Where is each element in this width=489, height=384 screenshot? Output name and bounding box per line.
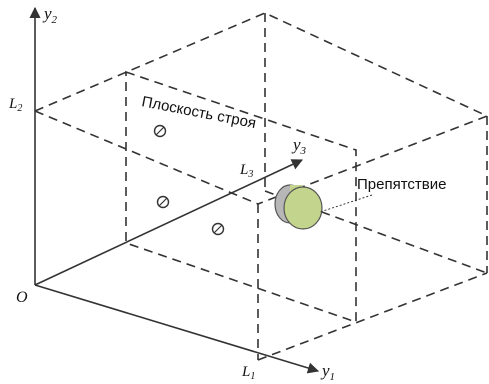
dashed-box xyxy=(34,12,489,361)
l1-label: L1 xyxy=(241,364,255,382)
formation-point xyxy=(211,222,225,236)
y3-axis xyxy=(34,159,304,286)
obstacle-face xyxy=(283,186,323,230)
y2-axis-label: y2 xyxy=(42,4,58,26)
top-face-edges xyxy=(34,12,489,205)
obstacle-label: Препятствие xyxy=(357,176,446,193)
formation-point xyxy=(156,195,170,209)
y1-axis xyxy=(34,284,320,374)
top-face-front-edge xyxy=(34,110,259,205)
obstacle-cylinder xyxy=(274,184,323,230)
y1-axis-label: y1 xyxy=(320,361,335,383)
bottom-front-right-edge xyxy=(257,272,488,361)
obstacle-leader-line xyxy=(319,194,373,213)
axes xyxy=(29,6,320,374)
l2-label: L2 xyxy=(8,96,22,114)
bottom-back-edges xyxy=(264,190,488,274)
l3-label: L3 xyxy=(239,162,253,180)
formation-points xyxy=(153,124,225,236)
formation-point xyxy=(153,124,167,138)
y3-axis-label: y3 xyxy=(291,135,307,157)
origin-label: O xyxy=(16,289,28,306)
